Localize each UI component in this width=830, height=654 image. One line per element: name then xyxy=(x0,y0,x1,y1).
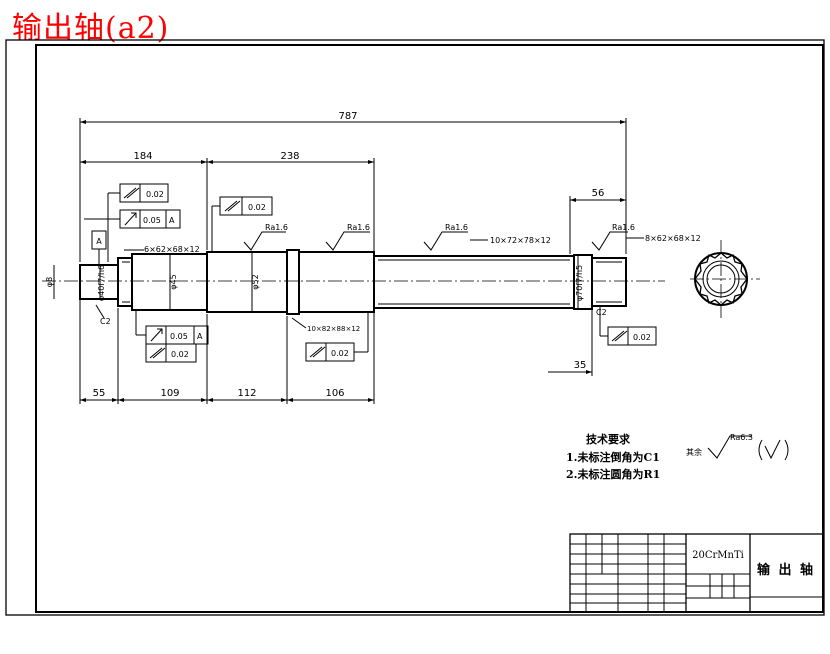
dim-55: 55 xyxy=(93,388,106,399)
spline-1-label: 6×62×68×12 xyxy=(144,245,200,254)
dim-56: 56 xyxy=(592,188,605,199)
dia-70: φ70f7/h5 xyxy=(575,265,584,301)
dimension-lines xyxy=(53,118,627,404)
roughness-symbol-2 xyxy=(325,231,370,251)
shaft-outline xyxy=(79,249,627,315)
dim-overall: 787 xyxy=(338,111,357,122)
chamfer-1: C2 xyxy=(100,317,111,326)
inner-frame xyxy=(35,44,824,613)
dim-35: 35 xyxy=(574,360,587,371)
tol-4-value: 0.05 xyxy=(170,332,188,341)
tech-req-line-2: 2.未标注圆角为R1 xyxy=(566,467,660,481)
dim-112: 112 xyxy=(237,388,256,399)
tolerance-frame-2 xyxy=(84,209,181,229)
dim-106: 106 xyxy=(325,388,344,399)
roughness-symbol-1 xyxy=(243,231,286,251)
rest-roughness-symbol xyxy=(707,435,789,461)
spline-end-view xyxy=(690,240,760,318)
dim-238: 238 xyxy=(280,151,299,162)
tolerance-frame-6 xyxy=(305,312,369,362)
dim-184: 184 xyxy=(133,151,152,162)
tol-3-value: 0.02 xyxy=(248,203,266,212)
tolerance-frame-1 xyxy=(107,183,169,262)
tol-2-value: 0.05 xyxy=(143,216,161,225)
roughness-3: Ra1.6 xyxy=(445,223,468,232)
datum-a-box xyxy=(91,230,107,265)
tolerance-frame-5 xyxy=(145,343,197,363)
roughness-1: Ra1.6 xyxy=(265,223,288,232)
datum-a-label: A xyxy=(96,237,102,246)
dia-45: φ45 xyxy=(169,274,178,289)
dia-52: φ52 xyxy=(251,274,260,289)
tolerance-frame-7 xyxy=(599,306,657,346)
tol-5-value: 0.02 xyxy=(171,350,189,359)
tol-2-ref: A xyxy=(169,216,175,225)
tol-4-ref: A xyxy=(197,332,203,341)
title-block-grid xyxy=(569,533,824,613)
dim-109: 109 xyxy=(160,388,179,399)
tolerance-frame-3 xyxy=(211,196,273,252)
tech-req-heading: 技术要求 xyxy=(586,432,631,446)
rest-roughness-value: Ra6.3 xyxy=(730,433,753,442)
rest-roughness-label: 其余 xyxy=(686,447,702,457)
spline-2-label: 10×72×78×12 xyxy=(490,236,551,245)
tol-1-value: 0.02 xyxy=(146,190,164,199)
chamfer-1-leader xyxy=(95,304,105,319)
tol-6-value: 0.02 xyxy=(331,349,349,358)
roughness-symbol-4 xyxy=(591,231,628,251)
dia-left-end: φ8 xyxy=(45,277,54,287)
spline-4-leader xyxy=(291,317,307,329)
outer-border xyxy=(5,39,825,616)
tol-7-value: 0.02 xyxy=(633,333,651,342)
tech-req-line-1: 1.未标注倒角为C1 xyxy=(566,450,660,464)
part-name-label: 输 出 轴 xyxy=(757,562,815,578)
dia-40: φ40f7/h6 xyxy=(97,265,106,301)
chamfer-2: C2 xyxy=(596,308,607,317)
roughness-2: Ra1.6 xyxy=(347,223,370,232)
roughness-symbol-3 xyxy=(423,231,468,251)
material-label: 20CrMnTi xyxy=(692,550,744,561)
roughness-4: Ra1.6 xyxy=(612,223,635,232)
spline-3-label: 8×62×68×12 xyxy=(645,234,701,243)
spline-4-label: 10×82×88×12 xyxy=(307,325,360,333)
